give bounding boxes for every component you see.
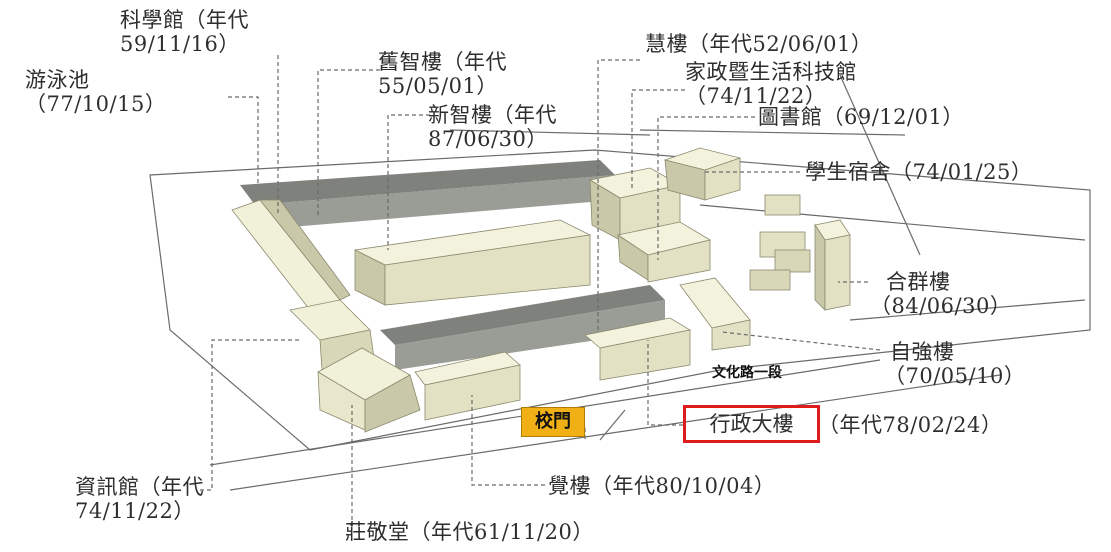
label-hequn-building: 合群樓 （84/06/30） — [870, 270, 1011, 318]
label-home-ec-building: 家政暨生活科技館 （74/11/22） — [685, 60, 857, 108]
road-label: 文化路一段 — [712, 365, 782, 381]
label-new-zhi-building: 新智樓（年代 87/06/30） — [428, 103, 557, 151]
old-zhi-building-date: 55/05/01） — [378, 74, 498, 98]
gray-buildings — [240, 160, 665, 370]
hui-building-text: 慧樓（年代52/06/01） — [645, 32, 873, 56]
label-ziqiang-building: 自強樓 （70/05/10） — [884, 340, 1025, 388]
label-hui-building: 慧樓（年代52/06/01） — [645, 32, 872, 56]
science-hall-name: 科學館（年代 — [120, 8, 249, 32]
label-jue-building: 覺樓（年代80/10/04） — [548, 474, 775, 498]
science-hall-date: 59/11/16） — [120, 32, 240, 56]
hequn-building-name: 合群樓 — [886, 270, 951, 294]
label-info-hall: 資訊館（年代 74/11/22） — [75, 475, 204, 523]
student-dorm-text: 學生宿舍（74/01/25） — [805, 160, 1033, 184]
label-student-dorm: 學生宿舍（74/01/25） — [805, 160, 1032, 184]
zhuang-jing-hall-text: 莊敬堂（年代61/11/20） — [345, 520, 594, 544]
label-library: 圖書館（69/12/01） — [758, 105, 964, 129]
old-zhi-building-name: 舊智樓（年代 — [378, 50, 507, 74]
home-ec-building-name: 家政暨生活科技館 — [685, 60, 857, 84]
ziqiang-building-name: 自強樓 — [890, 340, 955, 364]
beige-buildings — [231, 147, 851, 433]
leader-lines — [200, 55, 881, 526]
swimming-pool-name: 游泳池 — [25, 68, 90, 92]
admin-building-date: （年代78/02/24） — [818, 413, 1003, 437]
label-old-zhi-building: 舊智樓（年代 55/05/01） — [378, 50, 507, 98]
info-hall-name: 資訊館（年代 — [75, 475, 204, 499]
swimming-pool-date: （77/10/15） — [25, 92, 167, 116]
admin-building-label: 行政大樓 — [683, 405, 820, 443]
label-science-hall: 科學館（年代 59/11/16） — [120, 8, 249, 56]
new-zhi-building-date: 87/06/30） — [428, 127, 548, 151]
label-swimming-pool: 游泳池 （77/10/15） — [25, 68, 166, 116]
hequn-building-date: （84/06/30） — [870, 294, 1012, 318]
library-text: 圖書館（69/12/01） — [758, 105, 964, 129]
ziqiang-building-date: （70/05/10） — [884, 364, 1026, 388]
info-hall-date: 74/11/22） — [75, 499, 195, 523]
label-zhuang-jing-hall: 莊敬堂（年代61/11/20） — [345, 520, 594, 544]
jue-building-text: 覺樓（年代80/10/04） — [548, 474, 776, 498]
home-ec-building-date: （74/11/22） — [685, 84, 827, 108]
new-zhi-building-name: 新智樓（年代 — [428, 103, 557, 127]
school-gate-label: 校門 — [521, 407, 585, 437]
